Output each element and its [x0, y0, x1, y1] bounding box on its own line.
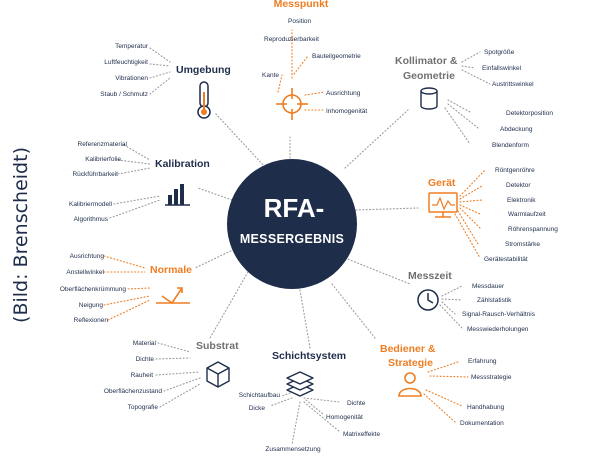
schichtsystem-item: Schichtaufbau — [239, 392, 281, 399]
normale-item: Ausrichtung — [70, 253, 105, 260]
umgebung-title: Umgebung — [176, 64, 231, 76]
category-messpunkt: Messpunkt Position Reproduzierbarkeit Ba… — [262, 0, 367, 120]
geraet-item: Detektor — [506, 182, 531, 189]
substrat-item: Dichte — [136, 356, 155, 363]
messpunkt-item: Inhomogenität — [326, 108, 367, 115]
schichtsystem-item: Matrixeffekte — [343, 431, 380, 438]
kollimator-title-1: Kollimator & — [395, 55, 458, 67]
bar-chart-icon — [165, 184, 190, 206]
umgebung-item: Staub / Schmutz — [100, 91, 148, 98]
substrat-item: Rauheit — [131, 372, 154, 379]
category-substrat: Substrat Material Dichte Rauheit Oberflä… — [104, 340, 239, 411]
normale-title: Normale — [150, 264, 192, 276]
bediener-item: Messstrategie — [471, 374, 512, 381]
messpunkt-item: Bauteilgeometrie — [312, 53, 361, 60]
schichtsystem-item: Dichte — [347, 400, 366, 407]
crosshair-icon — [276, 88, 308, 120]
umgebung-item: Vibrationen — [115, 75, 148, 82]
category-normale: Normale Ausrichtung Anstellwinkel Oberfl… — [60, 253, 192, 324]
geraet-item: Gerätestabilität — [484, 256, 528, 263]
center-node: RFA- MESSERGEBNIS — [227, 159, 357, 289]
cylinder-icon — [420, 87, 438, 110]
geraet-item: Elektronik — [507, 197, 536, 204]
schichtsystem-item: Dicke — [249, 405, 266, 412]
center-title: RFA- — [264, 193, 325, 223]
geraet-item: Röntgenröhre — [495, 167, 535, 174]
category-kalibration: Kalibration Referenzmaterial Kalibrierfo… — [69, 141, 210, 223]
kalibration-item: Kalibrierfolie — [85, 156, 121, 163]
messzeit-item: Signal-Rausch-Verhältnis — [462, 311, 536, 318]
category-messzeit: Messzeit Messdauer Zählstatistik Signal-… — [408, 270, 536, 333]
bediener-title-1: Bediener & — [380, 343, 436, 355]
geraet-item: Warmlaufzeit — [508, 211, 546, 218]
kalibration-item: Kalibriermodell — [69, 201, 113, 208]
bediener-item: Dokumentation — [460, 420, 504, 427]
messzeit-title: Messzeit — [408, 270, 452, 282]
person-icon — [398, 372, 422, 397]
substrat-item: Material — [133, 340, 157, 347]
bediener-item: Handhabung — [467, 404, 505, 411]
cube-icon — [206, 361, 230, 388]
normale-item: Neigung — [79, 302, 104, 309]
monitor-icon — [428, 192, 458, 218]
normal-vector-icon — [156, 287, 190, 305]
substrat-item: Topografie — [128, 404, 159, 411]
normale-item: Oberflächenkrümmung — [60, 286, 126, 293]
category-bediener: Bediener & Strategie Erfahrung Messstrat… — [380, 343, 512, 427]
messzeit-item: Messdauer — [472, 283, 505, 290]
thermometer-icon — [197, 81, 211, 119]
kalibration-title: Kalibration — [155, 158, 210, 170]
center-subtitle: MESSERGEBNIS — [240, 232, 344, 246]
geraet-title: Gerät — [428, 177, 456, 189]
messpunkt-item: Ausrichtung — [326, 90, 361, 97]
kollimator-item: Einfallswinkel — [482, 65, 522, 72]
umgebung-item: Temperatur — [115, 43, 149, 50]
substrat-item: Oberflächenzustand — [104, 388, 163, 395]
geraet-item: Stromstärke — [505, 241, 540, 248]
image-credit: (Bild: Brenscheidt) — [10, 147, 32, 323]
kalibration-item: Rückführbarkeit — [72, 171, 118, 178]
category-umgebung: Umgebung Temperatur Luftfeuchtigkeit Vib… — [100, 43, 231, 119]
clock-icon — [417, 289, 439, 311]
main-connectors — [194, 109, 419, 349]
category-kollimator: Kollimator & Geometrie Spotgröße Einfall… — [395, 49, 553, 149]
messpunkt-item: Reproduzierbarkeit — [264, 36, 319, 43]
schichtsystem-item: Zusammensetzung — [265, 446, 321, 453]
kollimator-item: Blendenform — [492, 142, 529, 149]
messpunkt-item: Position — [288, 18, 312, 25]
geraet-item: Röhrenspannung — [508, 226, 558, 233]
kalibration-item: Referenzmaterial — [78, 141, 128, 148]
kollimator-item: Spotgröße — [484, 49, 515, 56]
kollimator-item: Austrittswinkel — [492, 81, 534, 88]
bediener-title-2: Strategie — [388, 357, 433, 369]
normale-item: Reflexionen — [74, 317, 109, 324]
category-geraet: Gerät Röntgenröhre Detektor Elektronik W… — [428, 167, 558, 263]
substrat-title: Substrat — [196, 340, 239, 352]
kollimator-title-2: Geometrie — [403, 70, 455, 82]
umgebung-item: Luftfeuchtigkeit — [104, 59, 148, 66]
messpunkt-item: Kante — [262, 72, 279, 79]
messpunkt-title: Messpunkt — [274, 0, 329, 10]
schichtsystem-title: Schichtsystem — [272, 350, 346, 362]
normale-item: Anstellwinkel — [66, 269, 104, 276]
messzeit-item: Messwiederholungen — [467, 326, 529, 333]
bediener-item: Erfahrung — [468, 358, 497, 365]
kollimator-item: Abdeckung — [500, 126, 533, 133]
layers-icon — [286, 371, 314, 397]
kalibration-item: Algorithmus — [74, 216, 109, 223]
category-schichtsystem: Schichtsystem Schichtaufbau Dicke Dichte… — [239, 350, 381, 453]
kollimator-item: Detektorposition — [506, 110, 553, 117]
messzeit-item: Zählstatistik — [477, 297, 512, 304]
schichtsystem-item: Homogenität — [326, 414, 363, 421]
